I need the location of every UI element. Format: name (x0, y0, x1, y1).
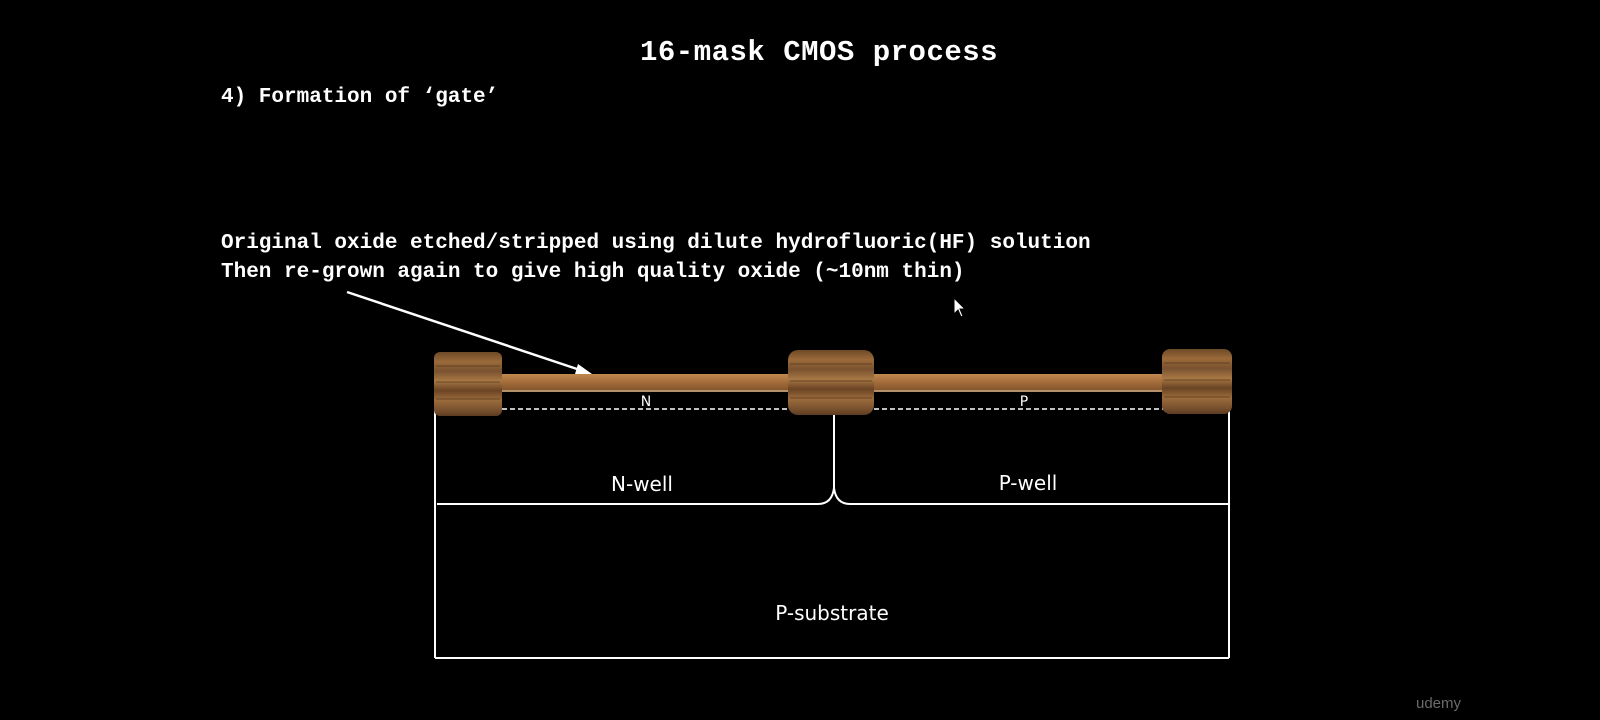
well-boundary (437, 414, 1228, 505)
thin-gate-oxide-left (490, 374, 792, 392)
note-line-2: Then re-grown again to give high quality… (221, 261, 965, 284)
udemy-watermark: udemy (1416, 695, 1462, 712)
slide-title: 16-mask CMOS process (640, 36, 999, 69)
p-region-label: P (1020, 394, 1028, 410)
field-oxide-blocks (434, 349, 1232, 416)
mouse-cursor-icon (953, 296, 967, 324)
p-substrate-label: P-substrate (775, 601, 889, 625)
p-well-label: P-well (999, 471, 1058, 495)
n-well-label: N-well (611, 472, 673, 496)
oxide-pointer-arrow (346, 290, 592, 374)
thin-gate-oxide-right (868, 374, 1168, 392)
slide-subtitle: 4) Formation of ‘gate’ (221, 86, 499, 109)
n-region-label: N (641, 394, 651, 410)
substrate-outline (434, 406, 1230, 659)
note-line-1: Original oxide etched/stripped using dil… (221, 232, 1091, 255)
